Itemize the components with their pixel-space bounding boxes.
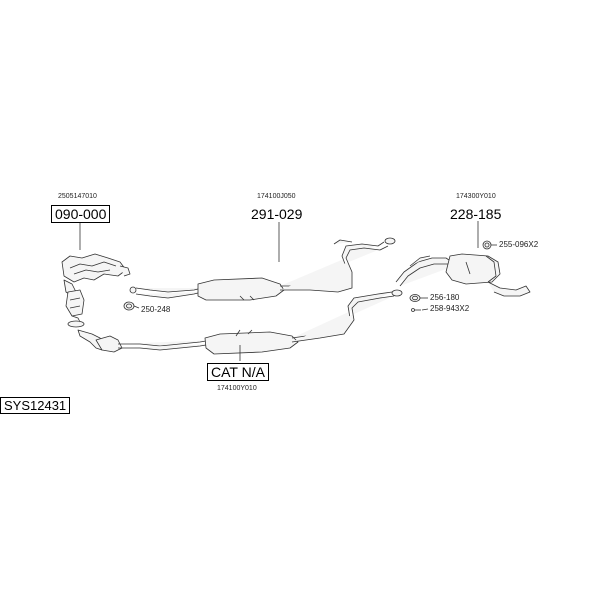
catalyst-oem-number: 174100Y010 (217, 385, 257, 392)
front-pipe-part-number[interactable]: 291-029 (251, 206, 303, 222)
clamp-label[interactable]: 250-248 (141, 305, 171, 314)
front-pipe-291-029 (129, 237, 396, 301)
bolt-label[interactable]: 258-943X2 (430, 304, 470, 313)
front-pipe-oem-number: 174100J050 (257, 193, 296, 200)
rear-silencer-oem-number: 174300Y010 (456, 193, 496, 200)
catalyst-pipe (77, 289, 403, 355)
manifold-part-number[interactable]: 090-000 (51, 205, 111, 223)
rear-silencer-part-number[interactable]: 228-185 (450, 206, 502, 222)
rubber-mount-label[interactable]: 255-096X2 (499, 240, 539, 249)
rear-silencer-228-185 (395, 253, 531, 297)
manifold-oem-number: 2505147010 (58, 193, 97, 200)
system-code: SYS12431 (0, 397, 71, 414)
catalyst-part-number[interactable]: CAT N/A (207, 363, 269, 381)
gasket-label[interactable]: 256-180 (430, 293, 460, 302)
leader-lines (79, 221, 497, 361)
manifold-assembly (61, 253, 131, 328)
